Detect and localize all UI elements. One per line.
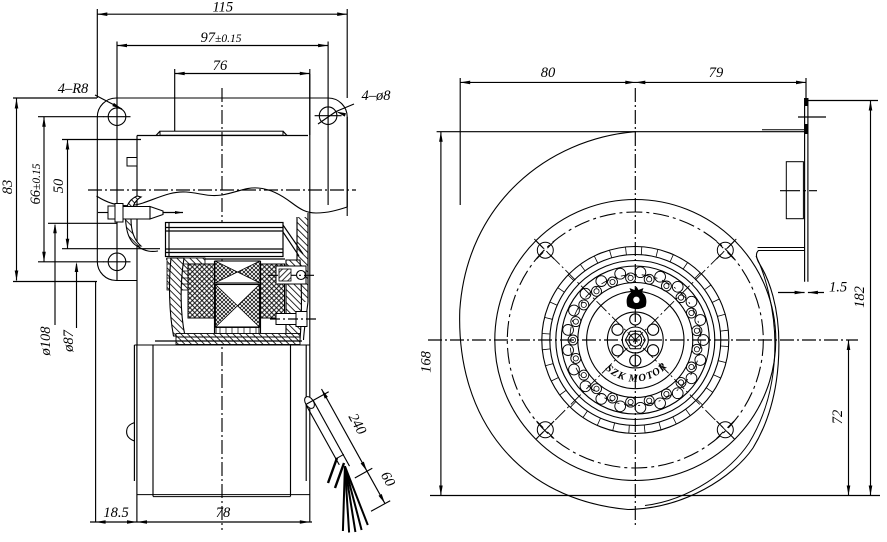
svg-text:18.5: 18.5 <box>103 505 128 521</box>
svg-text:ø87: ø87 <box>61 329 77 353</box>
svg-text:78: 78 <box>216 505 231 521</box>
svg-text:72: 72 <box>830 410 846 425</box>
svg-text:168: 168 <box>419 350 435 373</box>
svg-text:ø108: ø108 <box>38 326 54 357</box>
svg-text:4–R8: 4–R8 <box>58 81 89 97</box>
svg-text:182: 182 <box>852 286 868 308</box>
svg-text:97±0.15: 97±0.15 <box>201 30 242 46</box>
svg-text:66±0.15: 66±0.15 <box>28 163 44 204</box>
svg-text:83: 83 <box>0 180 16 195</box>
svg-text:1.5: 1.5 <box>829 280 847 296</box>
svg-text:79: 79 <box>709 65 724 81</box>
svg-text:76: 76 <box>213 58 228 74</box>
svg-text:50: 50 <box>51 178 67 193</box>
svg-text:80: 80 <box>541 65 556 81</box>
svg-text:115: 115 <box>212 0 233 16</box>
svg-text:4–ø8: 4–ø8 <box>362 88 392 104</box>
